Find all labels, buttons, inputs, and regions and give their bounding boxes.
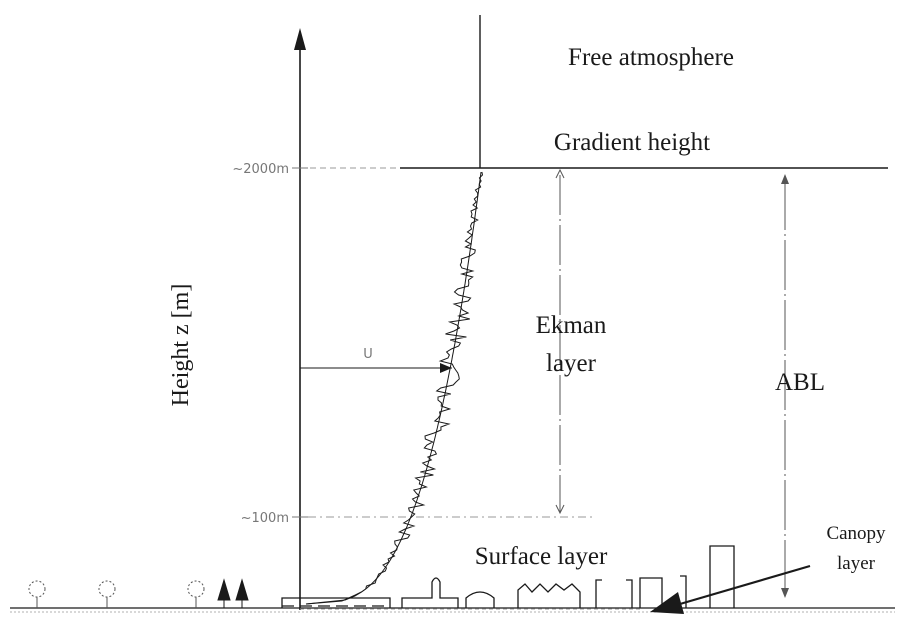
axis-arrowhead-icon [294, 28, 306, 50]
building-icon [517, 583, 581, 608]
ekman-extent [555, 168, 565, 515]
u-marker [299, 362, 452, 374]
canopy-arrow [650, 564, 811, 614]
abl-label: ABL [775, 369, 825, 396]
building-icon [709, 545, 735, 608]
building-icon [626, 579, 633, 608]
tree-icon [187, 580, 205, 608]
building-icon [465, 591, 495, 608]
abl-extent [781, 174, 789, 598]
mean-wind-profile [305, 171, 482, 605]
surface-layer-label: Surface layer [475, 543, 608, 570]
conifer-icon [235, 578, 249, 608]
free-atmosphere-label: Free atmosphere [568, 44, 734, 71]
building-icon [401, 577, 459, 608]
tree-icon [28, 580, 46, 608]
ekman-label-line2: layer [546, 350, 597, 377]
building-icon [639, 577, 663, 608]
ekman-label-line1: Ekman [536, 312, 607, 339]
y-axis-label: Height z [m] [168, 284, 194, 407]
u-label: U [363, 347, 373, 362]
trees [28, 578, 249, 608]
turbulent-wind-profile [305, 171, 484, 605]
building-icon [595, 579, 602, 608]
tree-icon [98, 580, 116, 608]
tick-100-label: ~100m [241, 511, 289, 526]
height-axis [294, 28, 306, 610]
building-icon [680, 575, 687, 608]
canopy-label-line1: Canopy [826, 523, 886, 544]
building-icon [281, 597, 391, 608]
ground [10, 607, 895, 613]
gradient-height-label: Gradient height [554, 129, 710, 156]
conifer-icon [217, 578, 231, 608]
buildings [281, 545, 735, 608]
canopy-label-line2: layer [837, 553, 876, 574]
u-arrowhead-icon [440, 363, 452, 373]
tick-2000-label: ~2000m [232, 162, 289, 177]
canopy-arrowhead-icon [650, 592, 684, 614]
